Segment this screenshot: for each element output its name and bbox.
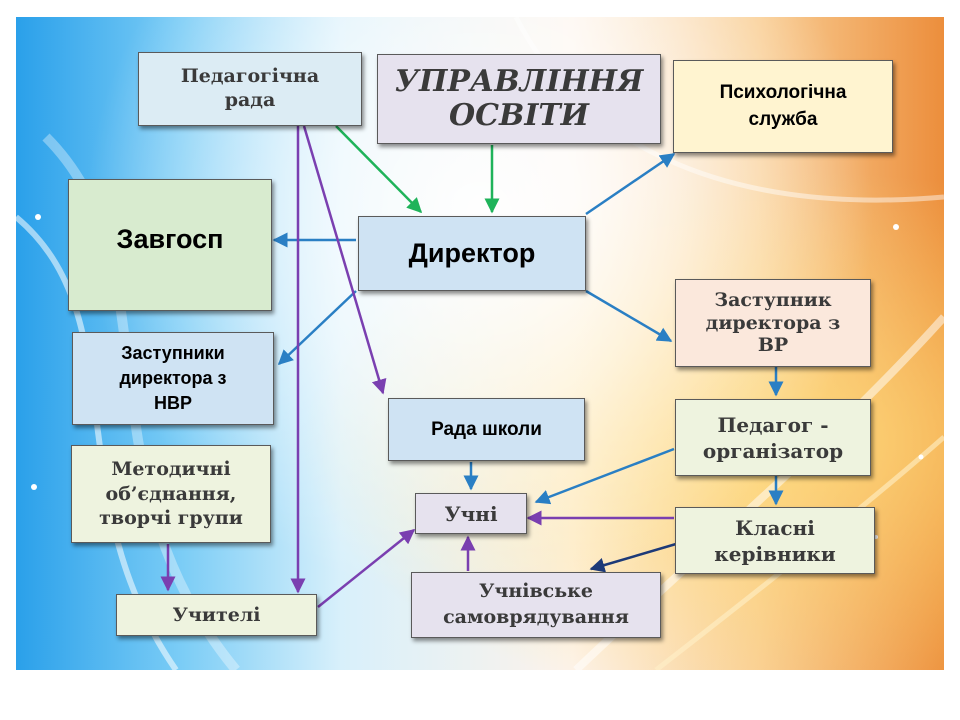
metodychni-line-2: об’єднання, [105, 482, 237, 505]
box-uchni: Учні [415, 493, 527, 534]
zavhosp-label: Завгосп [116, 224, 224, 254]
pedahoh-line-2: організатор [702, 438, 844, 463]
zastupnyky-nvr-line-3: НВР [153, 393, 192, 414]
upravlinnia-line-1: УПРАВЛІННЯ [394, 63, 644, 99]
zastupnyk-vr-line-1: Заступник [714, 288, 832, 311]
upravlinnia-line-2: ОСВІТИ [448, 98, 590, 133]
box-psykholohichna-sluzhba: Психологічна служба [673, 60, 893, 153]
zastupnyk-vr-line-2: директора з [705, 311, 841, 334]
pedahohichna-line-2: рада [224, 89, 276, 111]
dyrektor-label: Директор [408, 238, 536, 268]
pedahoh-line-1: Педагог - [717, 412, 829, 437]
uchni-label: Учні [444, 501, 498, 526]
psykholohichna-line-2: служба [748, 108, 818, 130]
box-uchyteli: Учителі [116, 594, 317, 636]
pedahohichna-line-1: Педагогічна [180, 65, 320, 88]
box-pedahoh-orhanizator: Педагог -організатор [675, 399, 871, 476]
rada-shkoly-label: Рада школи [431, 418, 542, 440]
metodychni-line-1: Методичні [111, 457, 231, 480]
zastupnyky-nvr-line-1: Заступники [121, 342, 225, 363]
uchnivske-line-1: Учнівське [479, 580, 593, 603]
box-rada-shkoly: Рада школи [388, 398, 585, 461]
box-zastupnyky-nvr: Заступники директора з НВР [72, 332, 274, 425]
box-zavhosp: Завгосп [68, 179, 272, 311]
klasni-line-1: Класні [735, 515, 815, 540]
box-uchnivske-samovriaduvannia: Учнівське самоврядування [411, 572, 661, 638]
uchnivske-line-2: самоврядування [443, 606, 629, 628]
uchyteli-label: Учителі [172, 604, 261, 626]
klasni-line-2: керівники [714, 541, 836, 566]
zastupnyky-nvr-line-2: директора з [119, 367, 227, 388]
psykholohichna-line-1: Психологічна [719, 81, 847, 103]
box-dyrektor: Директор [358, 216, 586, 291]
zastupnyk-vr-line-3: ВР [757, 334, 789, 357]
metodychni-line-3: творчі групи [99, 507, 243, 530]
